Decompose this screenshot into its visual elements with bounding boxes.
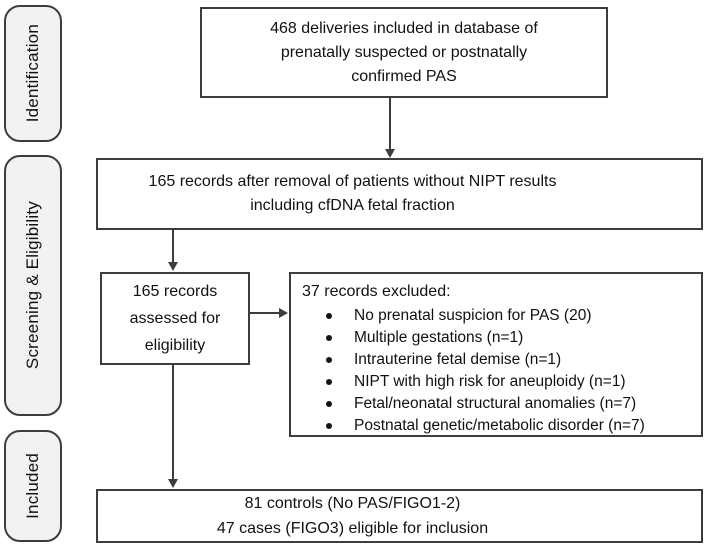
excluded-item-text: No prenatal suspicion for PAS (20) — [354, 307, 592, 324]
database-deliveries-box: 468 deliveries included in database of p… — [200, 7, 608, 98]
nipt-records-line1: 165 records after removal of patients wi… — [148, 173, 557, 190]
excluded-item: NIPT with high risk for aneuploidy (n=1) — [302, 371, 626, 393]
arrow-assessed-to-included-line — [172, 365, 174, 481]
stage-included-label: Included — [23, 453, 42, 519]
bullet-icon — [326, 423, 332, 429]
assessed-eligibility-line2: assessed for — [129, 310, 221, 327]
database-deliveries-line2: prenatally suspected or postnatally — [280, 43, 528, 61]
nipt-records-box: 165 records after removal of patients wi… — [96, 158, 703, 230]
excluded-item-text: Multiple gestations (n=1) — [354, 329, 524, 346]
bullet-icon — [326, 401, 332, 407]
stage-screening-eligibility: Screening & Eligibility — [4, 155, 62, 416]
excluded-item-text: Intrauterine fetal demise (n=1) — [354, 351, 562, 368]
stage-identification: Identification — [4, 5, 62, 142]
stage-screening-eligibility-label: Screening & Eligibility — [23, 201, 42, 370]
bullet-icon — [326, 335, 332, 341]
included-cases-line1: 81 controls (No PAS/FIGO1-2) — [244, 495, 461, 512]
excluded-item: Postnatal genetic/metabolic disorder (n=… — [302, 415, 645, 437]
arrow-database-to-nipt-line — [389, 98, 391, 151]
arrow-down-icon — [168, 479, 178, 488]
excluded-records-box: 37 records excluded: No prenatal suspici… — [289, 272, 703, 437]
excluded-item: No prenatal suspicion for PAS (20) — [302, 305, 592, 327]
included-cases-box: 81 controls (No PAS/FIGO1-2) 47 cases (F… — [96, 489, 703, 543]
arrow-down-icon — [385, 149, 395, 158]
arrow-assessed-to-excluded-line — [250, 312, 281, 314]
excluded-records-title: 37 records excluded: — [302, 283, 451, 300]
excluded-item-text: Fetal/neonatal structural anomalies (n=7… — [354, 395, 637, 412]
excluded-item-text: Postnatal genetic/metabolic disorder (n=… — [354, 417, 645, 434]
assessed-eligibility-line3: eligibility — [144, 337, 206, 354]
arrow-nipt-to-assessed-line — [172, 230, 174, 264]
bullet-icon — [326, 379, 332, 385]
bullet-icon — [326, 357, 332, 363]
excluded-item: Fetal/neonatal structural anomalies (n=7… — [302, 393, 636, 415]
excluded-item: Intrauterine fetal demise (n=1) — [302, 349, 561, 371]
bullet-icon — [326, 313, 332, 319]
nipt-records-line2: including cfDNA fetal fraction — [250, 197, 455, 214]
arrow-down-icon — [168, 262, 178, 271]
assessed-eligibility-line1: 165 records — [132, 283, 218, 300]
arrow-right-icon — [279, 308, 288, 318]
excluded-item: Multiple gestations (n=1) — [302, 327, 523, 349]
excluded-item-text: NIPT with high risk for aneuploidy (n=1) — [354, 373, 626, 390]
included-cases-line2: 47 cases (FIGO3) eligible for inclusion — [216, 520, 489, 537]
database-deliveries-line1: 468 deliveries included in database of — [270, 19, 538, 37]
stage-included: Included — [4, 430, 62, 542]
stage-identification-label: Identification — [23, 24, 42, 123]
database-deliveries-line3: confirmed PAS — [351, 67, 457, 85]
assessed-eligibility-box: 165 records assessed for eligibility — [100, 272, 250, 365]
